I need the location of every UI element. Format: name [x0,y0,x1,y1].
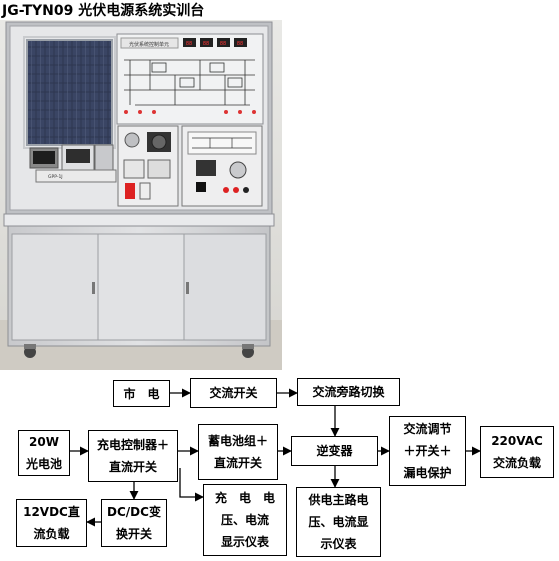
charge-meter-line3: 显示仪表 [220,535,269,549]
ac-switch-label: 交流开关 [209,386,258,400]
charge-meter-line2: 压、电流 [220,513,269,527]
charge-meter-box: 充 电 电 压、电流 显示仪表 [203,484,287,556]
dc-load-line1: 12VDC直 [23,505,80,519]
ac-bypass-box: 交流旁路切换 [297,378,400,406]
mains-label: 市 电 [123,386,160,401]
ac-load-line2: 交流负载 [492,456,541,470]
ac-regulate-box: 交流调节 ＋开关＋ 漏电保护 [389,416,466,486]
dc-load-box: 12VDC直 流负载 [16,499,87,547]
charge-controller-box: 充电控制器＋ 直流开关 [88,430,178,482]
supply-meter-line2: 压、电流显 [308,515,369,529]
inverter-label: 逆变器 [316,444,353,458]
ac-switch-box: 交流开关 [190,378,277,408]
pv-cell-box: 20W 光电池 [18,430,70,476]
ac-load-line1: 220VAC [491,434,543,448]
supply-meter-box: 供电主路电 压、电流显 示仪表 [296,487,381,557]
pv-cell-line1: 20W [29,435,59,449]
ac-bypass-label: 交流旁路切换 [312,385,385,399]
supply-meter-line3: 示仪表 [320,537,357,551]
charge-meter-line1: 充 电 电 [214,491,275,505]
battery-box: 蓄电池组＋ 直流开关 [198,424,278,480]
dc-load-line2: 流负载 [33,527,70,541]
training-bench-photo: 光伏系统控制单元 88 88 88 88 GPP-1J [0,20,282,370]
charge-controller-line2: 直流开关 [108,460,157,474]
panel-top-label: 光伏系统控制单元 [129,41,169,48]
battery-line2: 直流开关 [213,456,262,470]
dcdc-line1: DC/DC变 [107,505,161,519]
svg-text:88: 88 [237,41,243,47]
ac-regulate-line1: 交流调节 [403,422,452,436]
mains-box: 市 电 [113,380,170,407]
ac-regulate-line3: 漏电保护 [403,466,452,480]
solar-panel [26,39,113,146]
pv-cell-line2: 光电池 [25,457,62,471]
inverter-box: 逆变器 [291,436,378,466]
svg-text:88: 88 [220,41,226,47]
charge-controller-line1: 充电控制器＋ [96,438,169,452]
page-title: JG-TYN09 光伏电源系统实训台 [2,3,205,19]
battery-line1: 蓄电池组＋ [207,434,268,448]
svg-text:88: 88 [203,41,209,47]
svg-text:88: 88 [186,41,192,47]
dcdc-line2: 换开关 [115,527,152,541]
ac-load-box: 220VAC 交流负载 [480,426,554,478]
supply-meter-line1: 供电主路电 [308,493,369,507]
dcdc-box: DC/DC变 换开关 [101,499,167,547]
plate-label: GPP-1J [48,174,63,180]
ac-regulate-line2: ＋开关＋ [403,444,452,458]
